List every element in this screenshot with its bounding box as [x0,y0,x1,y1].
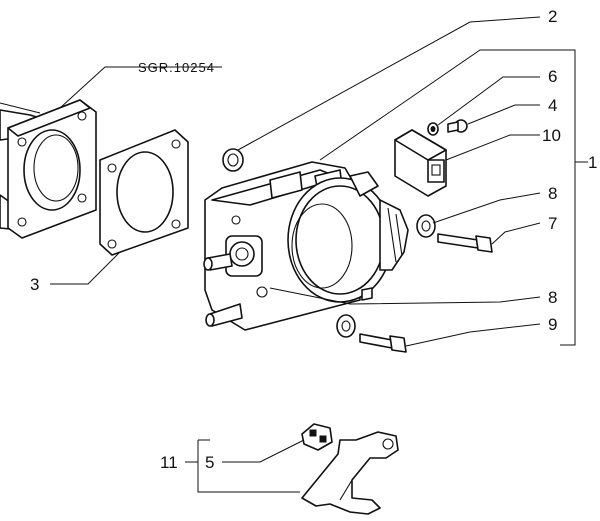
callout-1: 1 [588,153,597,172]
callout-5: 5 [205,453,214,472]
callout-2: 2 [548,7,557,26]
callout-10: 10 [542,126,561,145]
bolt-lower [359,333,407,353]
throttle-position-sensor [394,129,447,197]
small-washer [427,122,439,136]
washer-upper [416,214,436,238]
callout-8-lower: 8 [548,288,557,307]
callout-6: 6 [548,67,557,86]
washer-lower [336,314,356,338]
reference-code: SGR.10254 [138,60,215,75]
callout-3: 3 [30,275,39,294]
callout-11: 11 [160,453,178,472]
support-bracket [301,431,399,515]
leader-lines [0,16,588,493]
bracket-clip [301,423,333,451]
callout-8-upper: 8 [548,184,557,203]
bolt-upper [437,233,493,253]
gasket [99,129,189,256]
callout-9: 9 [548,315,557,334]
throttle-body [203,161,409,331]
intake-flange [0,99,97,239]
seal-ring [222,148,244,172]
callout-7: 7 [548,214,557,233]
callout-4: 4 [548,96,557,115]
small-screw [447,119,468,133]
